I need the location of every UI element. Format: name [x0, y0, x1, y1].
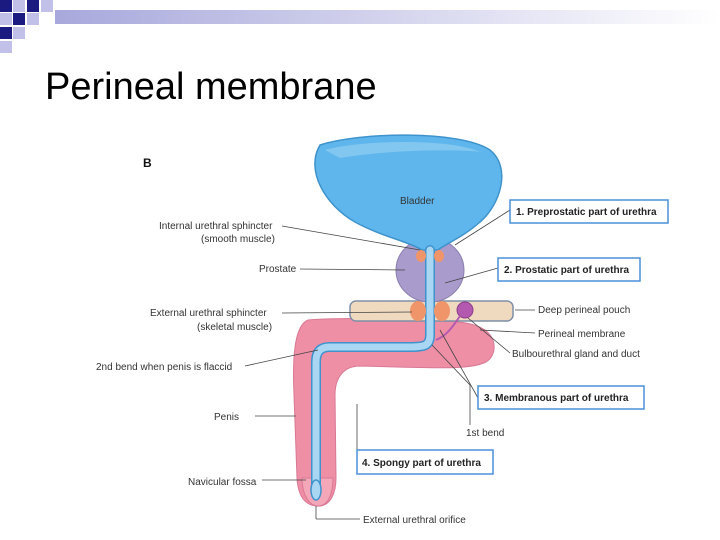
- label-bladder: Bladder: [400, 196, 435, 207]
- corner-square-9: [13, 27, 25, 39]
- corner-square-5: [0, 13, 12, 25]
- panel-letter: B: [143, 156, 152, 170]
- corner-square-3: [27, 0, 39, 12]
- label-prostate: Prostate: [259, 264, 297, 275]
- label-spongy: 4. Spongy part of urethra: [362, 458, 481, 469]
- label-penis: Penis: [214, 412, 239, 423]
- corner-square-2: [13, 0, 25, 12]
- external-sphincter-right: [434, 301, 450, 321]
- label-preprostatic: 1. Preprostatic part of urethra: [516, 207, 657, 218]
- bulbourethral-duct: [435, 315, 461, 341]
- bladder-shape: [314, 134, 503, 251]
- label-internal-sphincter: Internal urethral sphincter: [159, 221, 273, 232]
- corner-square-6: [13, 13, 25, 25]
- urethra-lumen: [312, 246, 434, 494]
- bulbourethral-gland-shape: [456, 301, 474, 319]
- label-navicular-fossa: Navicular fossa: [188, 477, 257, 488]
- label-bulbourethral: Bulbourethral gland and duct: [512, 349, 640, 360]
- external-sphincter-left: [410, 301, 426, 321]
- corner-square-7: [27, 13, 39, 25]
- label-external-sphincter: External urethral sphincter: [150, 308, 267, 319]
- bladder-highlight: [325, 142, 480, 158]
- box-spongy: [356, 449, 494, 475]
- corner-square-4: [41, 0, 53, 12]
- label-perineal-membrane: Perineal membrane: [538, 329, 626, 340]
- box-membranous: [477, 385, 645, 410]
- internal-sphincter-left: [416, 250, 426, 262]
- box-preprostatic: [509, 199, 669, 224]
- label-prostatic: 2. Prostatic part of urethra: [504, 265, 629, 276]
- internal-sphincter-right: [434, 250, 444, 262]
- corner-square-10: [0, 41, 12, 53]
- corner-square-1: [0, 0, 12, 12]
- label-first-bend: 1st bend: [466, 428, 504, 439]
- navicular-fossa-shape: [310, 479, 322, 501]
- label-internal-sphincter-type: (smooth muscle): [201, 234, 275, 245]
- label-external-orifice: External urethral orifice: [363, 515, 466, 526]
- box-prostatic: [497, 257, 641, 282]
- label-membranous: 3. Membranous part of urethra: [484, 393, 629, 404]
- title-gradient-bar: [55, 10, 720, 24]
- slide-title: Perineal membrane: [45, 66, 377, 108]
- leader-lines: [244, 209, 536, 520]
- corner-square-8: [0, 27, 12, 39]
- label-second-bend: 2nd bend when penis is flaccid: [96, 362, 232, 373]
- label-external-sphincter-type: (skeletal muscle): [197, 322, 272, 333]
- label-deep-perineal-pouch: Deep perineal pouch: [538, 305, 630, 316]
